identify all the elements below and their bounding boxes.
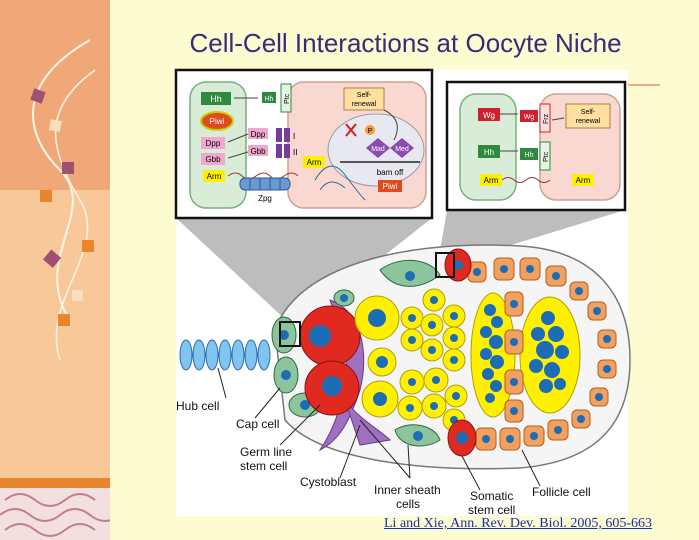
zoom-wedge-left xyxy=(176,218,432,322)
germarium xyxy=(179,244,631,470)
label-follicle-cell: Follicle cell xyxy=(532,485,591,499)
label-dpp2: Dpp xyxy=(251,130,266,139)
label-wg2: Wg xyxy=(524,114,535,121)
cystoblasts xyxy=(354,295,400,418)
label-arm2: Arm xyxy=(307,158,322,167)
right-inset: Wg Hh Arm Wg Frz Hh Ptc Self- renewal Ar… xyxy=(445,80,627,212)
label-inner-sheath: Inner sheath xyxy=(374,483,441,497)
label-gbb: Gbb xyxy=(205,155,221,164)
label-stem-cell: stem cell xyxy=(240,459,287,473)
label-gbb2: Gbb xyxy=(250,147,266,156)
leader-lines xyxy=(217,367,541,491)
label-cystoblast: Cystoblast xyxy=(300,475,357,489)
label-somatic: Somatic xyxy=(470,489,513,503)
label-ptc: Ptc xyxy=(543,151,550,162)
label-zpg: Zpg xyxy=(258,194,272,203)
label-wg: Wg xyxy=(483,111,495,120)
decorative-sidebar xyxy=(0,0,110,540)
label-p: P xyxy=(368,128,373,135)
label-hub-cell: Hub cell xyxy=(176,399,219,413)
label-self-renewal-1: Self- xyxy=(357,92,372,99)
label-hh: Hh xyxy=(210,94,222,104)
label-frz: Frz xyxy=(543,113,550,124)
zoom-box-ssc-niche xyxy=(435,252,455,278)
label-arm: Arm xyxy=(207,172,222,181)
label-hh2: Hh xyxy=(265,96,274,103)
label-piwi: Piwi xyxy=(210,117,225,126)
zoom-box-gsc-niche xyxy=(279,321,301,347)
hub-cells xyxy=(179,339,271,371)
follicle-cells xyxy=(467,257,617,451)
egg-chambers xyxy=(470,292,581,418)
label-self-renewal-1: Self- xyxy=(581,109,596,116)
label-self-renewal-2: renewal xyxy=(352,101,377,108)
label-self-renewal-2: renewal xyxy=(576,118,601,125)
label-hh: Hh xyxy=(484,148,494,157)
label-ptc: Ptc xyxy=(284,93,291,104)
label-piwi2: Piwi xyxy=(383,182,398,191)
label-bam-off: bam off xyxy=(377,168,404,177)
label-med: Med xyxy=(395,146,409,153)
slide-title: Cell-Cell Interactions at Oocyte Niche xyxy=(189,28,622,58)
label-mad: Mad xyxy=(371,146,385,153)
label-arm2: Arm xyxy=(576,176,591,185)
germline-cysts xyxy=(397,288,468,432)
label-dpp: Dpp xyxy=(206,139,221,148)
label-receptor-i: I xyxy=(293,132,295,141)
germline-stem-cells xyxy=(299,305,361,416)
label-arm: Arm xyxy=(484,176,499,185)
left-inset: Hh Piwi Dpp Gbb Arm Hh Ptc Dpp Gbb I II … xyxy=(174,68,434,220)
label-cap-cell: Cap cell xyxy=(236,417,279,431)
label-somatic-stem-cell: stem cell xyxy=(468,503,515,517)
citation-link[interactable]: Li and Xie, Ann. Rev. Dev. Biol. 2005, 6… xyxy=(384,516,653,531)
label-inner-sheath-cells: cells xyxy=(396,497,420,511)
label-hh2: Hh xyxy=(525,152,534,159)
label-germ-line: Germ line xyxy=(240,445,292,459)
label-receptor-ii: II xyxy=(293,148,297,157)
